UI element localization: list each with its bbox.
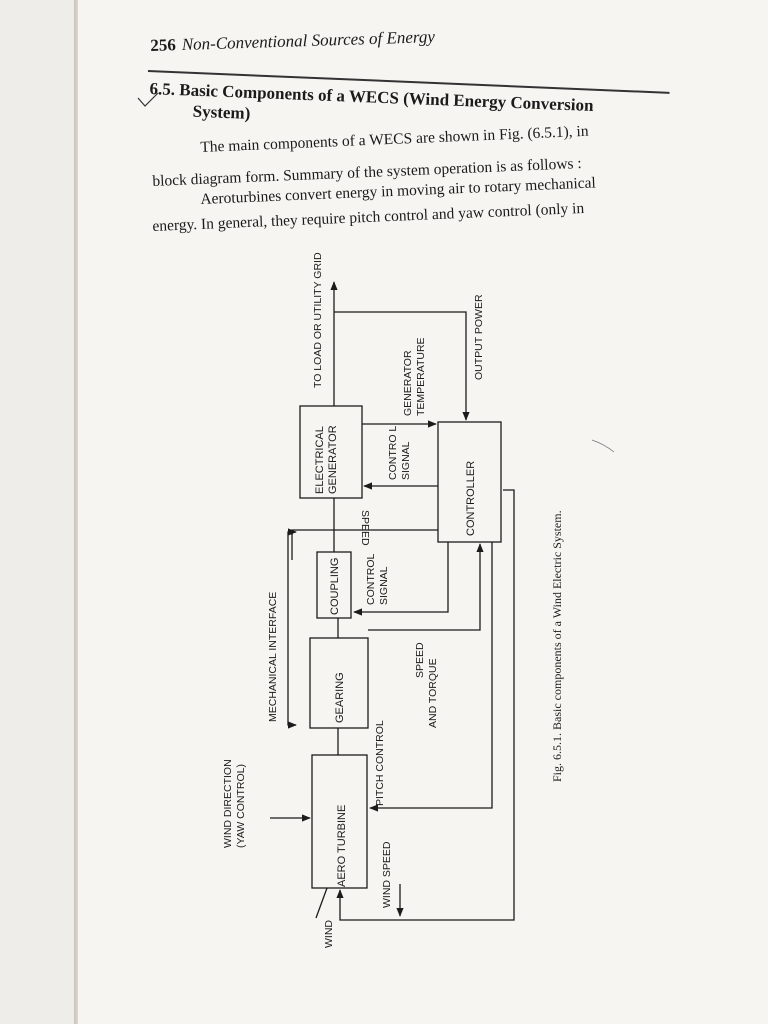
speed-torque-label-line2: AND TORQUE: [427, 658, 439, 728]
figure-caption: Fig. 6.5.1. Basic components of a Wind E…: [550, 510, 564, 782]
speed-torque-label-line1: SPEED: [414, 642, 426, 678]
wind-label: WIND: [323, 920, 335, 948]
control-signal-2-label-line2: SIGNAL: [378, 566, 390, 605]
mechanical-interface-bracket: [287, 531, 294, 726]
gearing-label: GEARING: [334, 672, 346, 723]
wind-speed-label: WIND SPEED: [381, 841, 393, 908]
controller-label: CONTROLLER: [465, 461, 477, 536]
yaw-control-loop: [336, 489, 515, 921]
to-load-label: TO LOAD OR UTILITY GRID: [312, 252, 324, 388]
gearing-block: [309, 637, 369, 729]
wind-direction-label-line1: WIND DIRECTION: [222, 759, 234, 848]
generator-temperature-label-line2: TEMPERATURE: [415, 337, 427, 416]
aero-turbine-block: [311, 754, 368, 889]
pitch-control-label: PITCH CONTROL: [374, 720, 386, 806]
pitch-control-arrow: [369, 542, 493, 812]
pen-tick-mark-icon: [137, 92, 159, 107]
output-power-arrow: [334, 311, 470, 421]
wind-input-line: [315, 887, 328, 919]
coupling-label: COUPLING: [329, 558, 341, 615]
generator-label-line2: GENERATOR: [327, 425, 339, 494]
wind-direction-label-line2: (YAW CONTROL): [235, 764, 247, 848]
electrical-generator-block: [299, 405, 363, 499]
book-page: [78, 0, 768, 1024]
aero-turbine-label: AERO TURBINE: [336, 805, 348, 887]
generator-label-line1: ELECTRICAL: [314, 426, 326, 494]
control-signal-2-label-line1: CONTROL: [365, 554, 377, 605]
generator-temperature-label-line1: GENERATOR: [402, 350, 414, 416]
control-signal-1-label-line2: SIGNAL: [400, 441, 412, 480]
speed-torque-arrow: [368, 543, 484, 631]
coupling-control-signal-arrow: [353, 542, 449, 616]
speed-label: SPEED: [359, 510, 371, 546]
controller-block: [437, 421, 502, 543]
pen-stroke-decoration: [591, 439, 615, 453]
control-signal-1-label-line1: CONTRO L: [387, 426, 399, 480]
output-power-label: OUTPUT POWER: [473, 294, 485, 380]
coupling-block: [316, 551, 352, 619]
book-spine: [74, 0, 80, 1024]
mechanical-interface-label: MECHANICAL INTERFACE: [267, 592, 279, 722]
